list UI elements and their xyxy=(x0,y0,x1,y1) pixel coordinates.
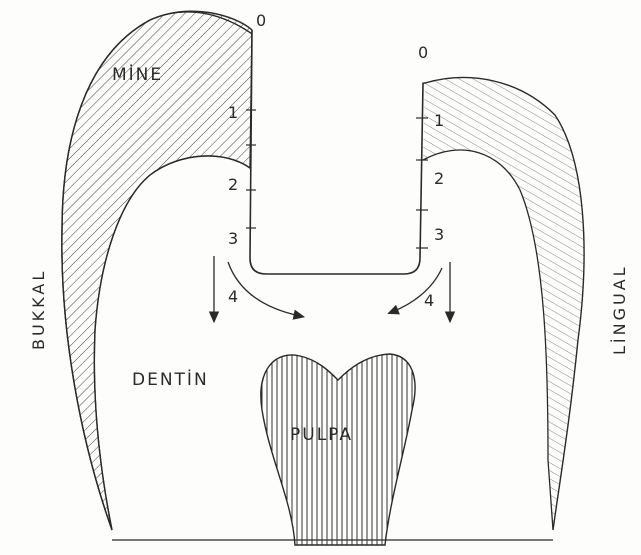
depth-right-4: 4 xyxy=(424,291,434,310)
depth-left-2: 2 xyxy=(228,175,238,194)
depth-left-4: 4 xyxy=(228,287,238,306)
cavity-preparation xyxy=(250,30,423,274)
label-dentin: DENTİN xyxy=(132,369,209,390)
depth-left-3: 3 xyxy=(228,229,238,248)
label-lingual: LİNGUAL xyxy=(610,264,629,355)
depth-left-1: 1 xyxy=(228,103,238,122)
depth-right-2: 2 xyxy=(434,169,444,188)
depth-left-0: 0 xyxy=(256,11,266,30)
depth-right-3: 3 xyxy=(434,225,444,244)
label-enamel: MİNE xyxy=(112,64,163,85)
depth-right-1: 1 xyxy=(434,111,444,130)
enamel-lingual xyxy=(423,78,584,530)
pulp-chamber xyxy=(261,354,415,545)
depth-right-0: 0 xyxy=(418,43,428,62)
label-buccal: BUKKAL xyxy=(29,269,48,350)
enamel-buccal xyxy=(62,11,252,530)
label-pulp: PULPA xyxy=(290,425,353,445)
